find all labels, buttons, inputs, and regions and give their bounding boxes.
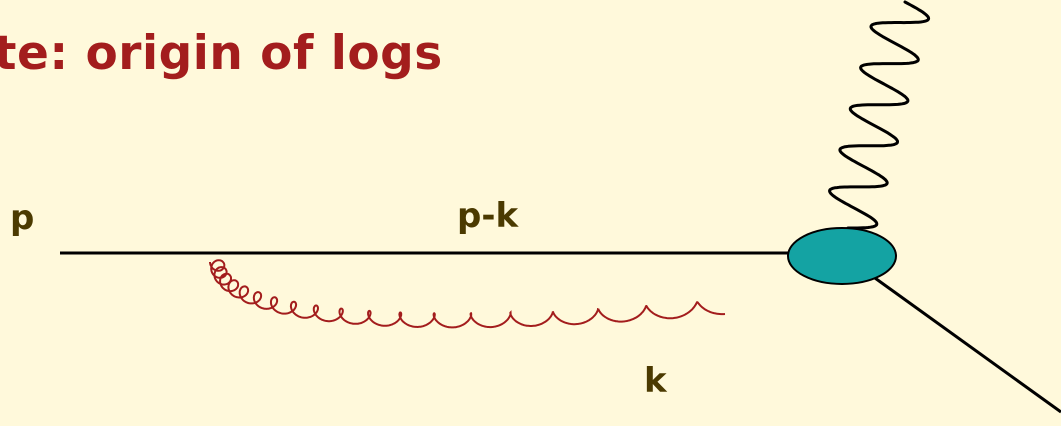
label-gluon-momentum: k [644,361,667,401]
outgoing-quark-line [867,271,1061,414]
label-propagator-momentum: p-k [457,196,519,236]
photon-wavy-line [828,0,931,230]
vertex-blob [787,227,897,285]
slide-title: te: origin of logs [0,26,443,81]
label-incoming-momentum: p [10,198,35,238]
gluon-curly-line [209,259,726,329]
